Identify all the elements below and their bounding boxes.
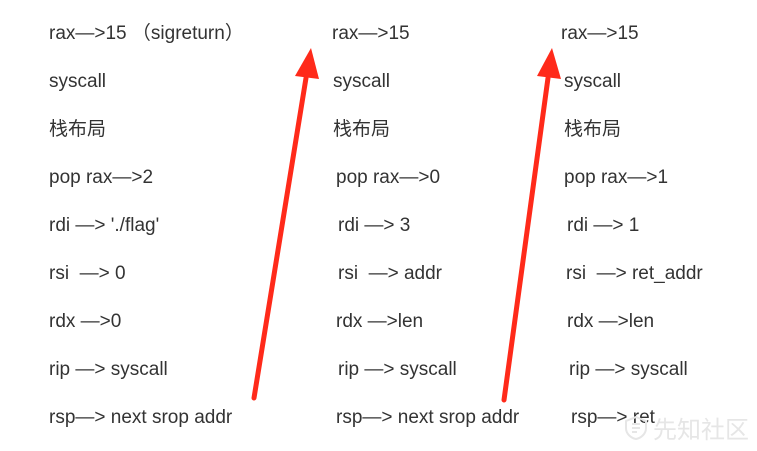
column-third-frame: rax—>15 syscall 栈布局 pop rax—>1 rdi —> 1 … bbox=[561, 0, 757, 451]
column-first-frame: rax—>15 （sigreturn） syscall 栈布局 pop rax—… bbox=[49, 0, 289, 451]
line-pop-rax: pop rax—>2 bbox=[49, 167, 154, 188]
line-rax: rax—>15 （sigreturn） bbox=[49, 23, 244, 44]
shield-icon bbox=[625, 415, 647, 440]
line-rsi: rsi —> 0 bbox=[49, 263, 126, 284]
line-rdx: rdx —>len bbox=[567, 311, 655, 332]
watermark: 先知社区 bbox=[625, 410, 749, 445]
line-rsi: rsi —> addr bbox=[338, 263, 443, 284]
column-second-frame: rax—>15 syscall 栈布局 pop rax—>0 rdi —> 3 … bbox=[332, 0, 572, 451]
line-rip: rip —> syscall bbox=[49, 359, 168, 380]
arrow-to-third-frame bbox=[501, 48, 561, 403]
arrow-to-second-frame bbox=[251, 48, 319, 401]
line-rsp: rsp—> next srop addr bbox=[49, 407, 233, 428]
line-syscall: syscall bbox=[49, 71, 107, 92]
line-rip: rip —> syscall bbox=[569, 359, 688, 380]
line-rdi: rdi —> 1 bbox=[567, 215, 640, 236]
line-rdx: rdx —>len bbox=[336, 311, 424, 332]
line-syscall: syscall bbox=[333, 71, 391, 92]
line-syscall: syscall bbox=[564, 71, 622, 92]
line-pop-rax: pop rax—>1 bbox=[564, 167, 669, 188]
line-rip: rip —> syscall bbox=[338, 359, 457, 380]
line-rdx: rdx —>0 bbox=[49, 311, 122, 332]
line-pop-rax: pop rax—>0 bbox=[336, 167, 441, 188]
line-rsp: rsp—> ret bbox=[571, 407, 655, 428]
line-rdi: rdi —> 3 bbox=[338, 215, 411, 236]
line-stack-layout: 栈布局 bbox=[564, 119, 622, 140]
line-rsi: rsi —> ret_addr bbox=[566, 263, 703, 284]
line-rdi: rdi —> './flag' bbox=[49, 215, 160, 236]
line-stack-layout: 栈布局 bbox=[49, 119, 107, 140]
line-rax: rax—>15 bbox=[332, 23, 410, 44]
watermark-text: 先知社区 bbox=[653, 416, 749, 444]
line-rsp: rsp—> next srop addr bbox=[336, 407, 520, 428]
line-stack-layout: 栈布局 bbox=[333, 119, 391, 140]
line-rax: rax—>15 bbox=[561, 23, 639, 44]
